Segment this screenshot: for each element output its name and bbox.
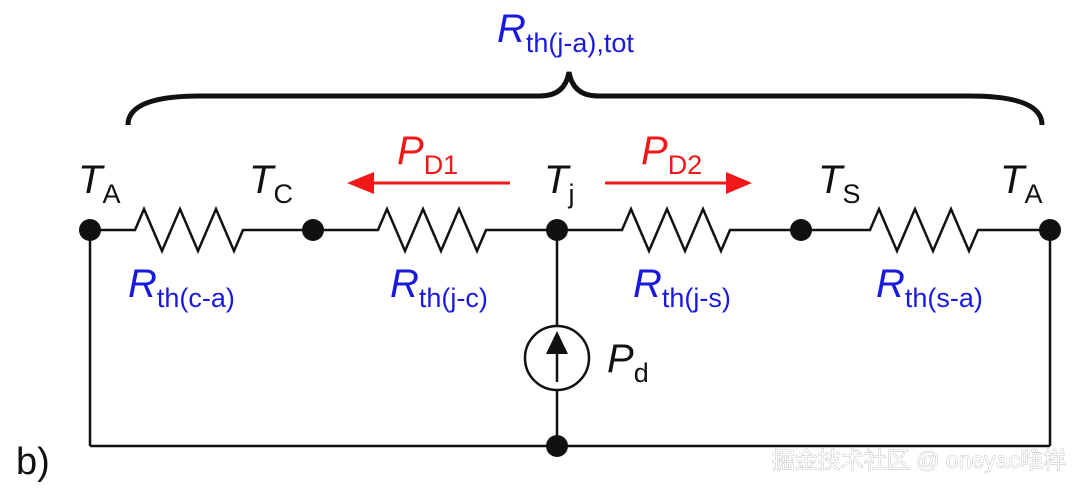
source-label-pd: Pd bbox=[607, 337, 649, 388]
node-bottom bbox=[546, 435, 568, 457]
node-ts bbox=[790, 219, 812, 241]
total-resistance-label: Rth(j-a),tot bbox=[497, 7, 634, 58]
node-label-ts: TS bbox=[818, 158, 860, 209]
node-label-tc: TC bbox=[249, 158, 293, 209]
resistor-label-js: Rth(j-s) bbox=[633, 262, 731, 313]
node-ta-right bbox=[1039, 219, 1061, 241]
resistor-label-sa: Rth(s-a) bbox=[876, 262, 983, 313]
node-tj bbox=[546, 219, 568, 241]
total-brace bbox=[125, 71, 1045, 126]
flow-label-pd2: PD2 bbox=[641, 129, 702, 180]
pd1-arrow-head bbox=[347, 172, 374, 194]
resistor-label-ca: Rth(c-a) bbox=[128, 262, 235, 313]
power-source-arrow-head bbox=[546, 331, 568, 354]
flow-label-pd1: PD1 bbox=[397, 129, 458, 180]
node-ta-left bbox=[79, 219, 101, 241]
node-label-ta-right: TA bbox=[1000, 158, 1042, 209]
node-tc bbox=[302, 219, 324, 241]
watermark: 掘金技术社区 @ oneyac唯样 bbox=[772, 447, 1066, 473]
top-wire bbox=[90, 205, 1050, 255]
node-label-tj: Tj bbox=[544, 158, 574, 209]
resistor-label-jc: Rth(j-c) bbox=[390, 262, 488, 313]
pd2-arrow-head bbox=[726, 172, 752, 194]
node-label-ta-left: TA bbox=[78, 158, 120, 209]
figure-label: b) bbox=[16, 441, 50, 483]
